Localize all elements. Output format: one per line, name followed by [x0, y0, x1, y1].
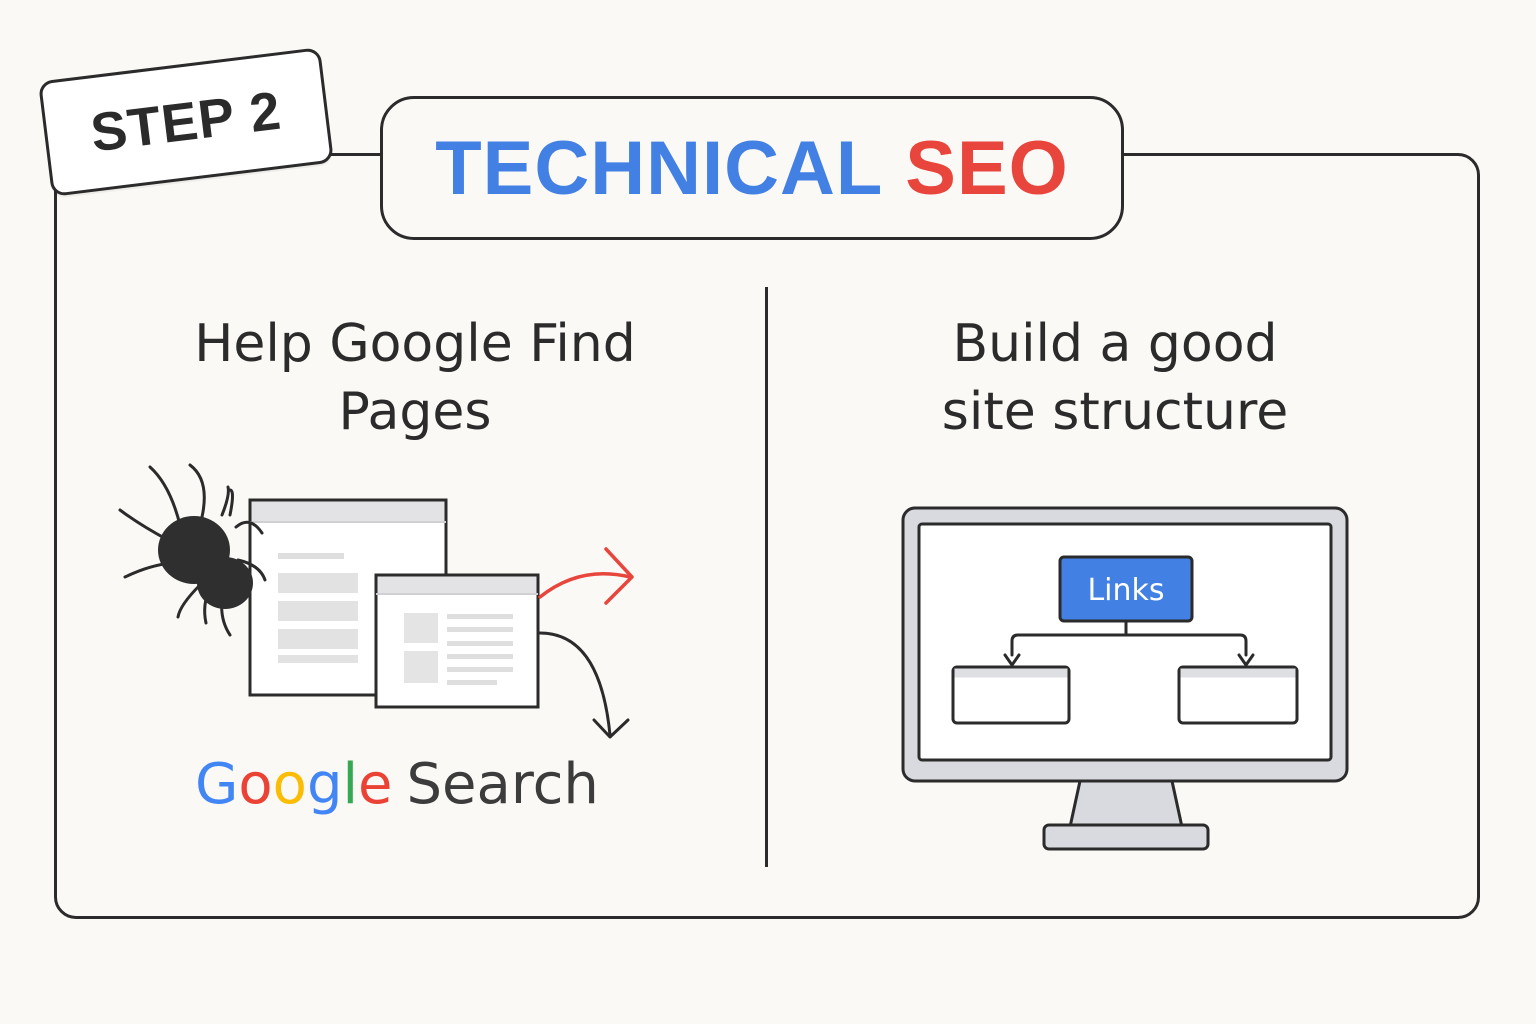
step-badge-label: STEP 2 [87, 80, 285, 164]
left-heading-line1: Help Google Find [194, 314, 636, 374]
right-heading: Build a good site structure [880, 310, 1350, 446]
spider-icon [118, 463, 267, 637]
title-technical: TECHNICAL [435, 125, 884, 211]
logo-letter-1: G [195, 752, 239, 817]
logo-letter-4: g [306, 752, 343, 817]
web-page-icon [248, 498, 448, 697]
tree-diagram-icon: Links [951, 555, 1299, 725]
logo-letter-2: o [238, 752, 273, 817]
column-divider [765, 287, 768, 867]
logo-search-word: Search [406, 752, 599, 817]
logo-letter-3: o [272, 752, 307, 817]
right-heading-line1: Build a good [952, 314, 1278, 374]
red-arrow-icon [538, 547, 634, 605]
logo-letter-5: l [342, 752, 359, 817]
logo-letter-6: e [358, 752, 393, 817]
left-heading: Help Google Find Pages [150, 310, 680, 446]
child-node-left [951, 665, 1071, 725]
monitor-icon: Links [901, 506, 1349, 851]
left-heading-line2: Pages [338, 382, 492, 442]
black-arrow-icon [538, 631, 630, 739]
title-seo: SEO [905, 125, 1069, 211]
crawler-illustration [118, 463, 634, 739]
child-node-right [1177, 665, 1299, 725]
web-page-front-icon [374, 573, 540, 709]
links-node-label: Links [1087, 573, 1164, 608]
right-heading-line2: site structure [941, 382, 1289, 442]
